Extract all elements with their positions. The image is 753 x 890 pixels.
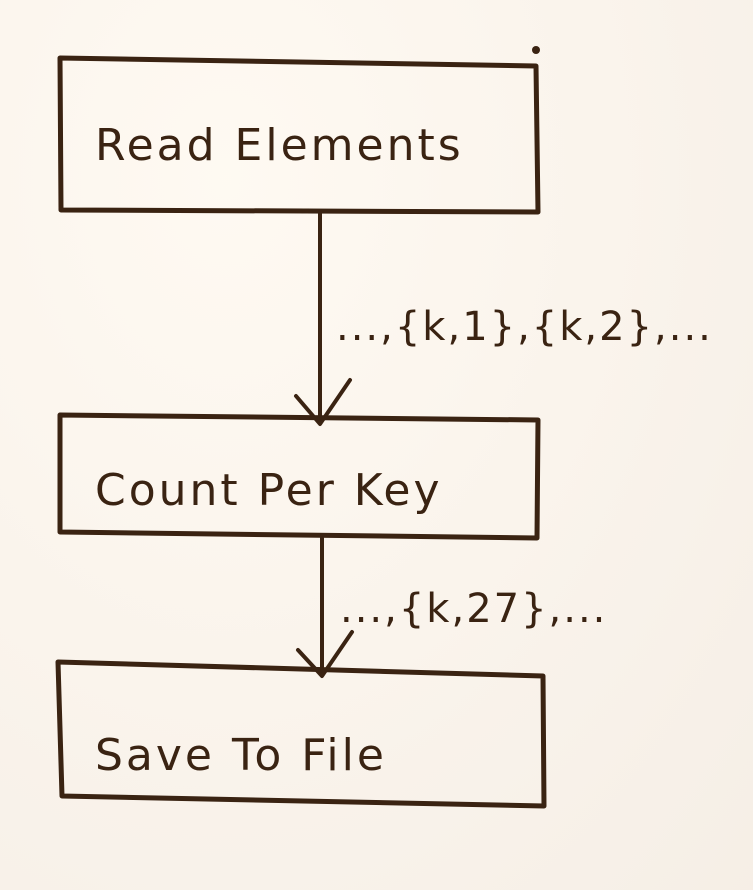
node-count-per-key: Count Per Key [57,412,541,541]
node-count-per-key-label: Count Per Key [95,465,443,516]
node-save-to-file-box [55,659,547,809]
node-count-per-key-box [57,412,541,541]
ink-dot [532,46,540,54]
edge-count-to-save: ...,{k,27},... [296,536,607,678]
node-read-elements: Read Elements [57,46,541,215]
edge-count-to-save-arrowhead [296,630,354,678]
edge-read-to-count-label: ...,{k,1},{k,2},... [336,304,713,350]
node-read-elements-label: Read Elements [95,120,464,171]
node-save-to-file-label: Save To File [95,730,387,781]
node-save-to-file: Save To File [55,659,547,809]
edge-count-to-save-label: ...,{k,27},... [340,586,607,632]
edge-read-to-count: ...,{k,1},{k,2},... [294,210,713,426]
edge-read-to-count-arrowhead [294,378,352,426]
node-read-elements-box [57,55,541,215]
